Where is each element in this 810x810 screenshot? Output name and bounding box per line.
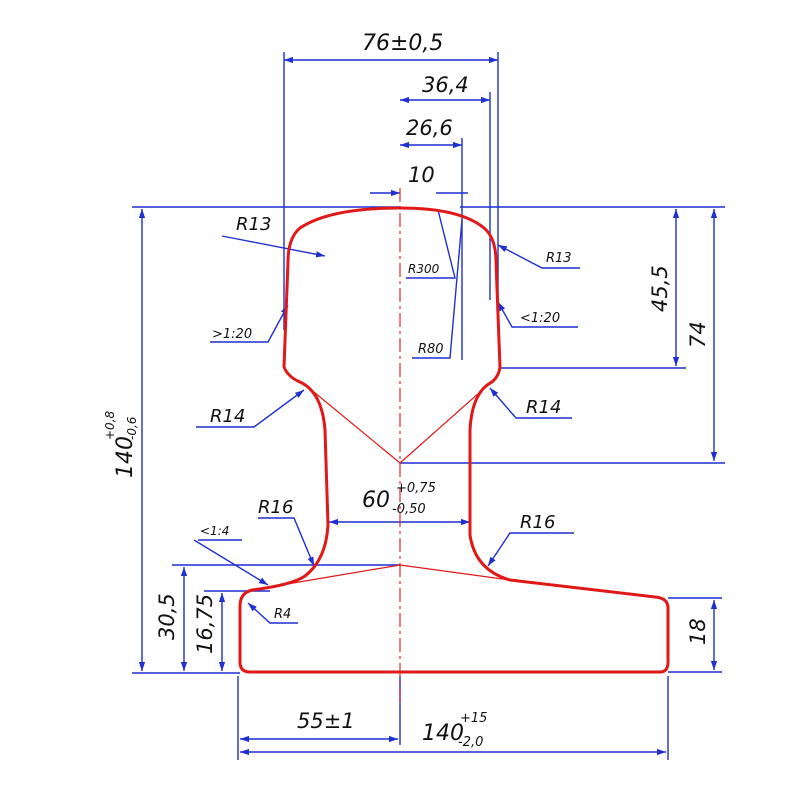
label-slope-left: >1:20: [212, 327, 252, 342]
label-16-75: 16,75: [193, 594, 217, 654]
label-10: 10: [408, 163, 435, 187]
label-26-6: 26,6: [406, 116, 453, 140]
label-18: 18: [686, 618, 710, 645]
rail-profile-outline: [238, 206, 670, 674]
label-r13-left: R13: [236, 214, 271, 235]
label-r300: R300: [408, 262, 440, 276]
label-r16-left: R16: [258, 497, 293, 518]
label-base-sup: +15: [460, 711, 487, 726]
label-36-4: 36,4: [422, 73, 469, 97]
dimension-labels: 76±0,5 36,4 26,6 10 R13 R13 R300 R80 >1:…: [103, 31, 710, 750]
label-web-sup: +0,75: [396, 481, 436, 496]
label-r4: R4: [274, 607, 291, 622]
label-30-5: 30,5: [155, 593, 179, 640]
label-height-sub: -0,6: [125, 416, 139, 440]
label-r13-right: R13: [546, 251, 572, 266]
label-r14-right: R14: [526, 397, 561, 418]
label-height-sup: +0,8: [103, 410, 117, 440]
label-r80: R80: [418, 342, 444, 357]
construction-lines: [251, 376, 511, 591]
label-web-main: 60: [362, 488, 390, 513]
extension-lines: [132, 52, 725, 760]
leader-lines: [193, 209, 580, 624]
label-base-main: 140: [422, 721, 464, 746]
label-45-5: 45,5: [648, 265, 672, 312]
label-height-main: 140: [113, 436, 138, 478]
label-r14-left: R14: [210, 406, 245, 427]
label-base-part: 55±1: [297, 709, 355, 733]
label-74: 74: [686, 321, 710, 348]
label-web-sub: -0,50: [392, 502, 426, 517]
label-head-width: 76±0,5: [362, 31, 443, 56]
label-r16-right: R16: [520, 512, 555, 533]
label-slope-14: <1:4: [200, 524, 229, 538]
label-base-sub: -2,0: [458, 735, 483, 750]
label-slope-right: <1:20: [520, 311, 560, 326]
